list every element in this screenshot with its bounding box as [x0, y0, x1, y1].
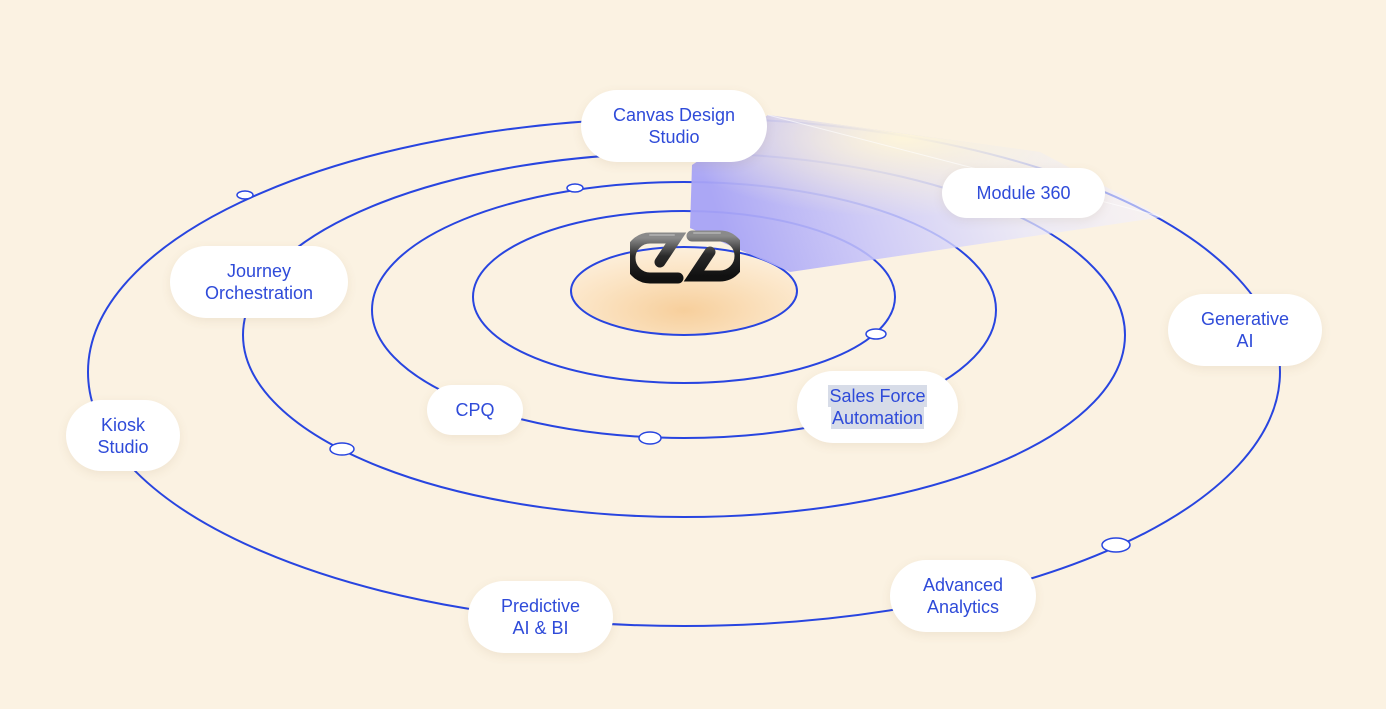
spotlight-sheen [690, 115, 1163, 272]
node-label-line: Studio [648, 127, 700, 147]
node-advanced-analytics[interactable]: Advanced Analytics [890, 560, 1036, 632]
node-cpq[interactable]: CPQ [427, 385, 523, 435]
node-label-line: Orchestration [204, 283, 314, 303]
node-predictive-ai-bi[interactable]: Predictive AI & BI [468, 581, 613, 653]
node-module-360[interactable]: Module 360 [942, 168, 1105, 218]
interlocking-chain-logo-icon [630, 230, 740, 284]
node-label-line: Sales Force [828, 385, 927, 407]
orbit-dot [865, 328, 887, 340]
node-journey-orchestration[interactable]: Journey Orchestration [170, 246, 348, 318]
orbit-dot [566, 183, 584, 193]
orbit-dot [638, 431, 662, 445]
node-kiosk-studio[interactable]: Kiosk Studio [66, 400, 180, 471]
node-label-line: Analytics [926, 597, 1000, 617]
orbit-dot [1101, 537, 1131, 553]
node-label-line: Kiosk [100, 414, 145, 435]
node-canvas-design-studio[interactable]: Canvas Design Studio [581, 90, 767, 162]
node-label-line: Canvas Design [612, 105, 736, 125]
node-label-line: CPQ [455, 400, 495, 420]
orbit-ring-2 [371, 181, 997, 439]
node-label-line: Generative [1200, 309, 1290, 329]
node-label-line: Automation [830, 407, 925, 429]
node-label-line: AI & BI [512, 618, 569, 638]
node-label-line: AI [1236, 331, 1254, 351]
node-sales-force-automation[interactable]: Sales Force Automation [797, 371, 958, 443]
node-label-line: Studio [97, 436, 149, 457]
node-label-line: Module 360 [976, 183, 1071, 203]
orbit-dot [236, 190, 254, 200]
orbit-ring-1 [472, 210, 896, 384]
node-label-line: Predictive [500, 596, 581, 616]
center-disc [570, 246, 798, 336]
node-label-line: Journey [226, 261, 292, 281]
node-generative-ai[interactable]: Generative AI [1168, 294, 1322, 366]
node-label-line: Advanced [922, 575, 1004, 595]
orbit-dot [329, 442, 355, 456]
